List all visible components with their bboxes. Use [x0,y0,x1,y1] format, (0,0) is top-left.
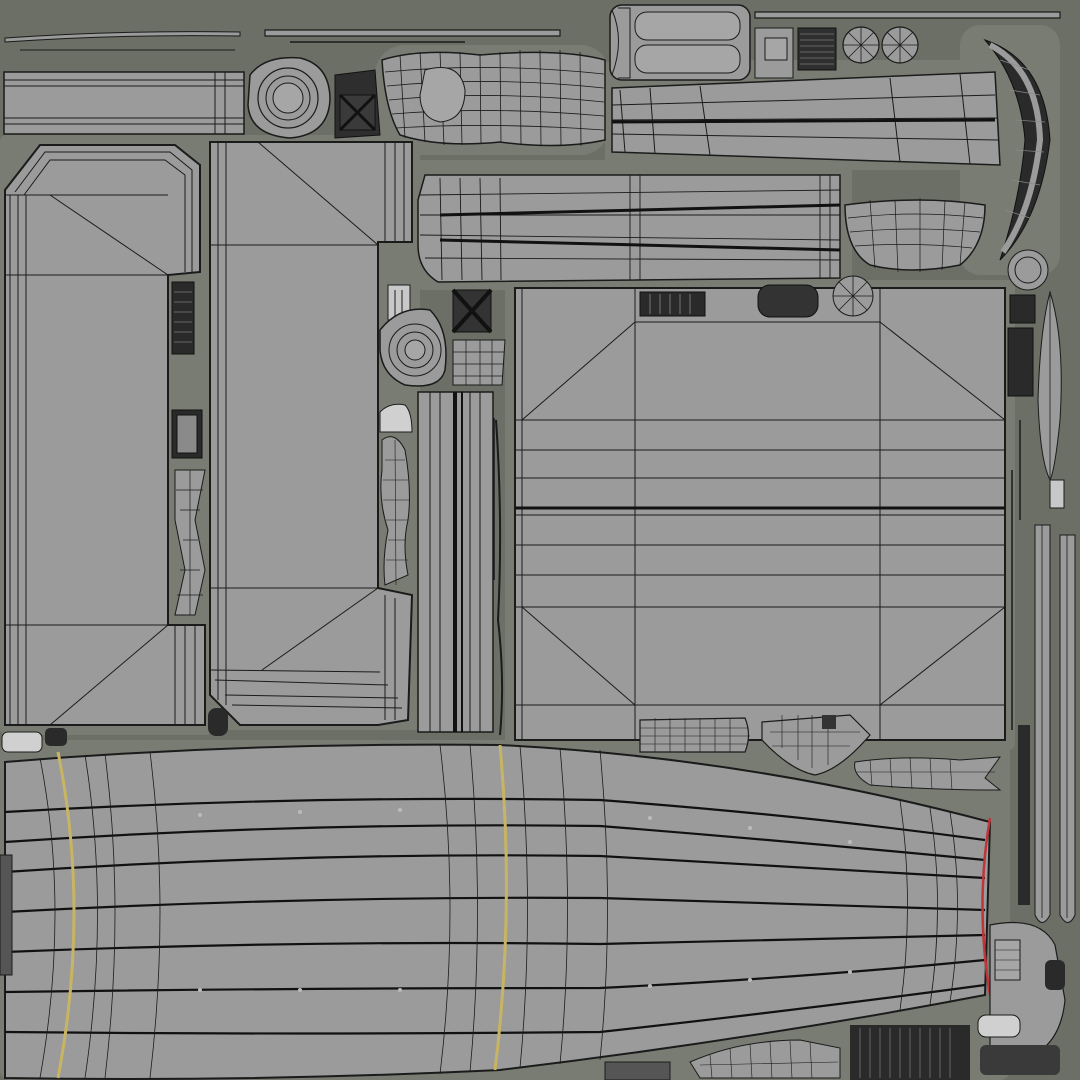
top-thin-strips [4,11,1061,51]
red-seam-right [981,817,992,996]
left-gap-parts [171,281,228,736]
round-vent-top [247,56,331,139]
tail-mesh-right [844,198,986,273]
curved-spar-mesh [983,38,1051,261]
right-edge-long-parts [1007,290,1076,923]
canopy-frame-parts [609,4,751,81]
yellow-seam-mid [493,744,508,1071]
left-middle-panel [209,141,414,726]
fuselage-section-mid [417,174,841,283]
bottom-right-cluster [604,921,1066,1080]
dark-cross-block-top [334,69,381,139]
fuselage-bottom-large [4,743,992,1080]
right-panel-top-parts [639,249,1049,318]
bottom-left-bits [0,728,67,976]
right-large-panel [514,287,1006,741]
left-large-panel [4,144,206,726]
yellow-seam-left [56,751,76,1079]
dark-cross-block-mid [451,288,493,334]
center-column-parts [379,284,506,736]
mesh-blob-top [381,49,606,147]
right-panel-bottom-parts [639,714,1002,791]
top-left-bar [3,71,245,135]
small-mech-parts-top [754,26,919,79]
fuselage-side-panel-upper [611,71,1001,166]
